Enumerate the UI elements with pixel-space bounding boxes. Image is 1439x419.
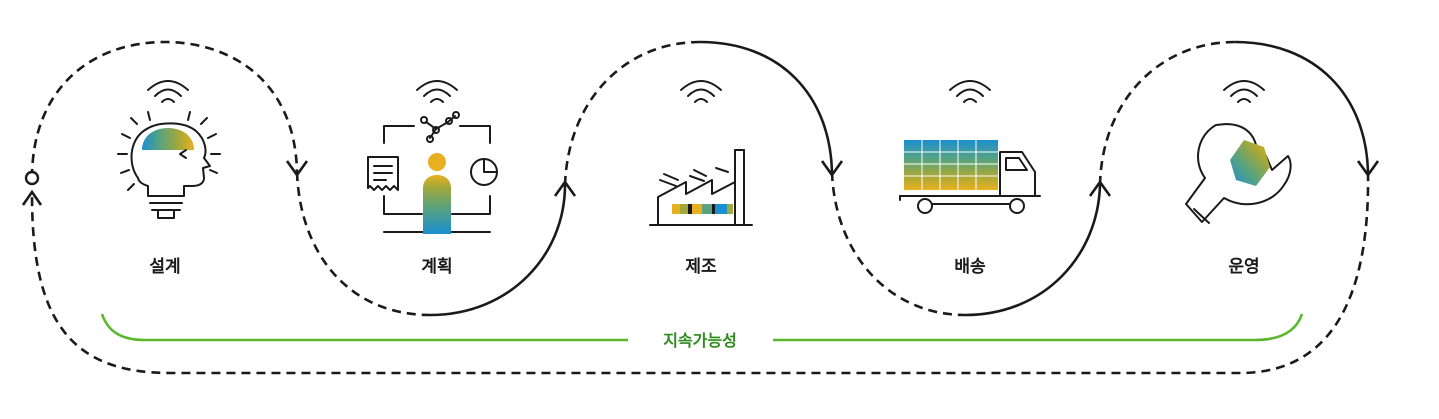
flow-segment-manufacture-top-dashed [563,40,701,186]
flow-segment-plan-bottom-dashed [295,171,431,317]
stage-delivery: 배송 [899,140,1041,277]
sustainability-line-left [100,313,628,342]
signal-icons [147,80,1265,103]
stage-manufacture: 제조 [649,149,753,277]
stage-design: 설계 [117,111,221,277]
arrowhead-down-5 [1356,160,1380,178]
wrench-icon [1185,123,1292,224]
flow-segment-delivery-bottom-solid [964,184,1102,317]
flow-segment-return-loop [30,171,1370,375]
sustainability-line-right [773,313,1304,342]
flow-segment-delivery-bottom-dashed [830,171,966,317]
stage-label-plan: 계획 [421,257,452,277]
wifi-icon [416,80,458,103]
flow-segment-manufacture-top-solid [699,40,834,173]
factory-icon [649,149,753,226]
flow-path [21,40,1380,375]
arrowhead-up-2 [553,179,577,197]
delivery-truck-icon [899,140,1041,214]
sustainability-label: 지속가능성 [663,331,737,350]
planning-person-icon [367,111,498,234]
arrowhead-down-3 [820,160,844,178]
flow-segment-design-top [30,40,299,179]
arrowhead-down-1 [285,160,309,178]
lightbulb-head-icon [117,111,221,219]
flow-segment-operate-top-solid [1234,40,1370,173]
stage-plan: 계획 [367,111,498,277]
stage-label-design: 설계 [149,257,180,277]
wifi-icon [680,80,722,103]
stage-label-delivery: 배송 [954,257,986,277]
stage-operate: 운영 [1185,123,1292,277]
wifi-icon [147,80,189,103]
wifi-icon [1223,80,1265,103]
flow-start-node [24,170,40,186]
arrowhead-up-4 [1088,179,1112,197]
sustainability-band: 지속가능성 [100,313,1304,350]
flow-segment-plan-bottom-solid [429,184,567,317]
wifi-icon [949,80,991,103]
arrowhead-up-return [21,189,43,206]
stage-label-manufacture: 제조 [685,257,717,277]
flow-segment-operate-top-dashed [1098,40,1236,186]
stage-label-operate: 운영 [1228,257,1259,277]
